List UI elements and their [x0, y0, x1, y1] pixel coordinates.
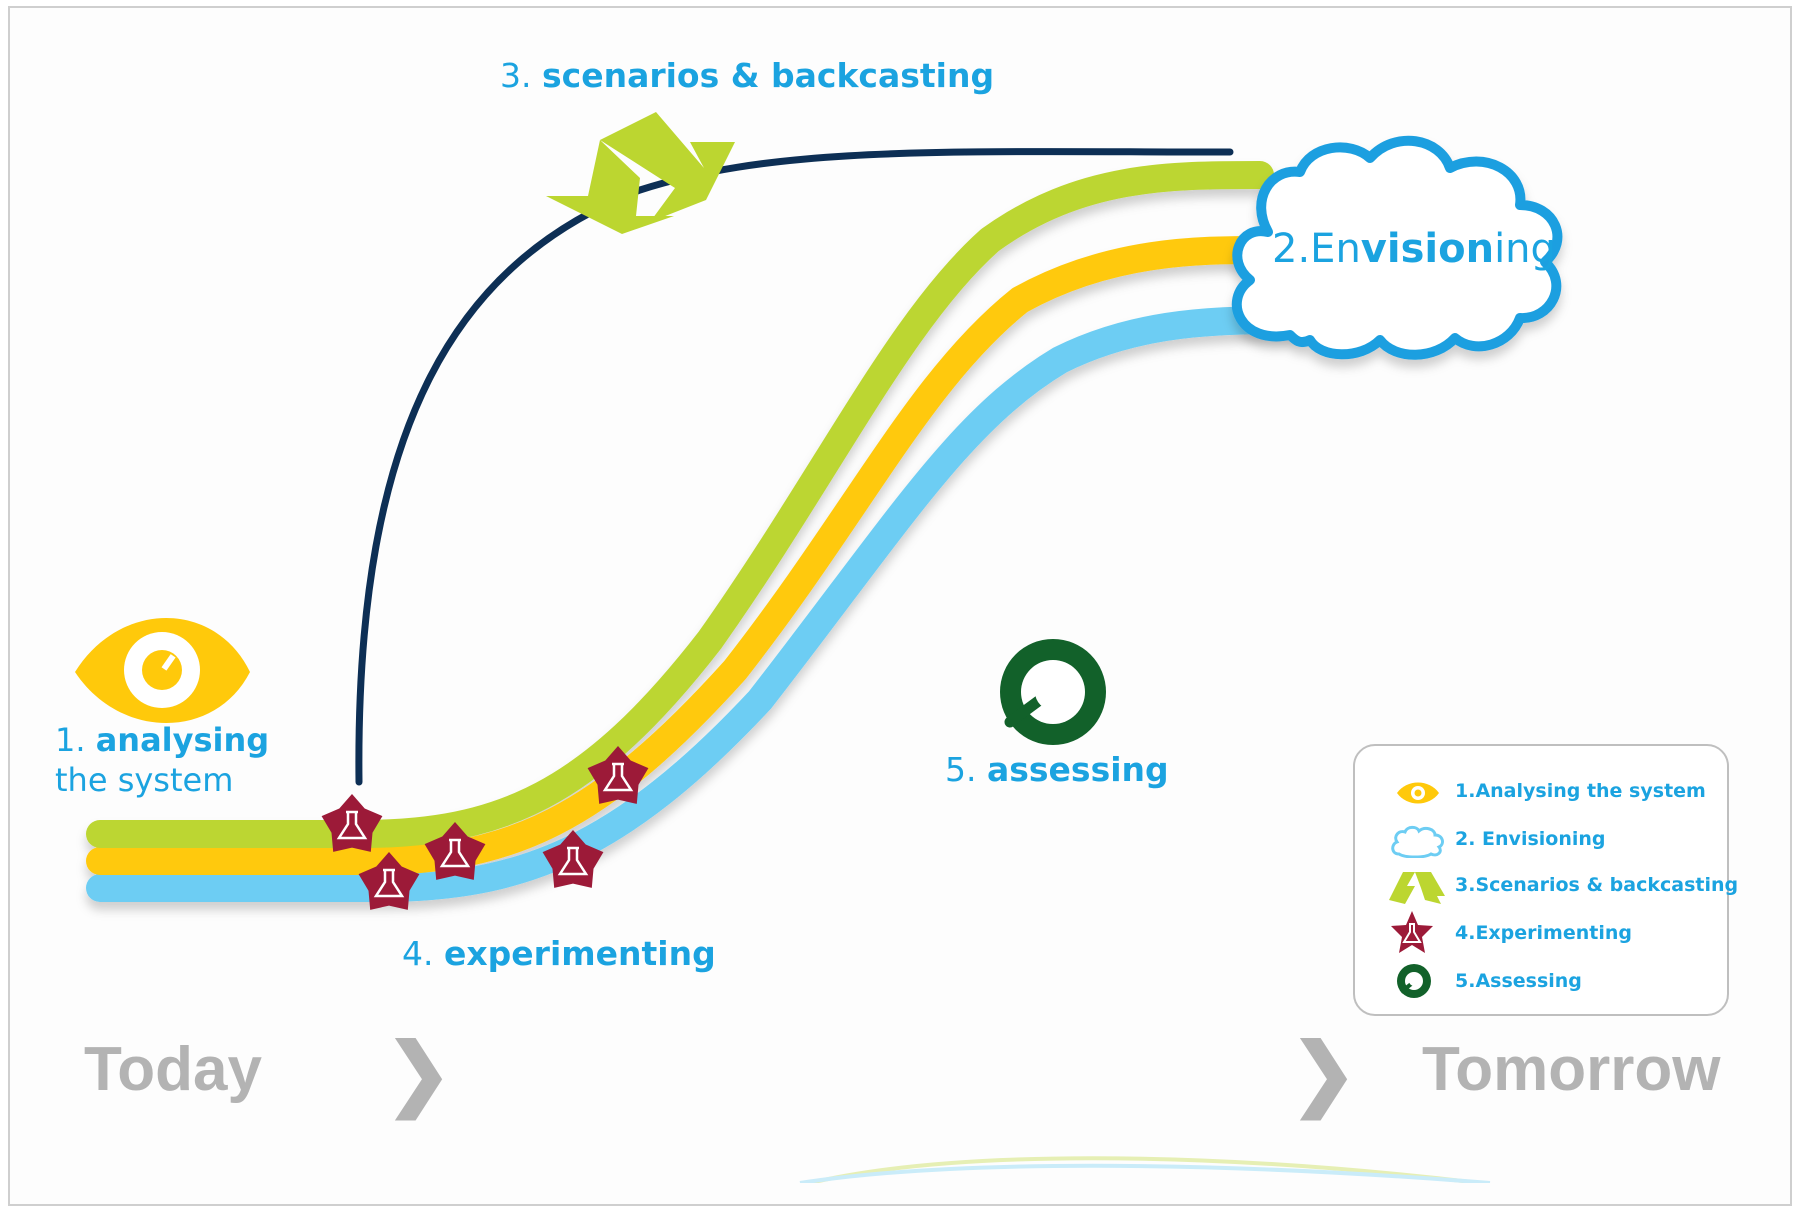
today-label: Today	[84, 1035, 262, 1104]
assess-ring-icon	[1000, 639, 1106, 745]
step-analysing-title: analysing	[95, 721, 270, 759]
envisioning-part-c: ing	[1494, 226, 1556, 272]
step-assessing-title: assessing	[987, 750, 1169, 789]
legend-item-scenarios: 3.Scenarios & backcasting	[1355, 868, 1738, 904]
legend-item-envisioning: 2. Envisioning	[1355, 822, 1727, 858]
step-assessing-label: 5. assessing	[945, 750, 1169, 789]
legend-label: 4.Experimenting	[1455, 922, 1632, 944]
cloud-icon	[1231, 135, 1563, 360]
scenario-arrows-icon	[546, 112, 735, 234]
step-scenarios-number: 3.	[500, 56, 532, 95]
yellow-curve	[86, 236, 1274, 875]
step-experimenting-title: experimenting	[444, 934, 716, 973]
step-analysing-subtitle: the system	[55, 761, 234, 799]
envisioning-part-a: 2.En	[1272, 226, 1361, 272]
legend-label: 3.Scenarios & backcasting	[1455, 874, 1739, 896]
legend: 1.Analysing the system 2. Envisioning 3.…	[1353, 744, 1738, 1016]
faint-arc	[799, 1156, 1491, 1183]
flask-star-icon	[321, 794, 383, 852]
recycle-arrows-icon	[1389, 872, 1445, 904]
step-scenarios-label: 3. scenarios & backcasting	[500, 56, 994, 95]
legend-label: 2. Envisioning	[1455, 828, 1606, 850]
legend-item-assessing: 5.Assessing	[1355, 964, 1727, 998]
green-curve	[86, 161, 1274, 848]
flask-star-icon	[424, 822, 486, 880]
today-chevron-icon: ❯	[385, 1028, 453, 1117]
blue-curve	[86, 306, 1314, 902]
eye-icon	[75, 618, 250, 723]
tomorrow-chevron-icon: ❯	[1290, 1028, 1358, 1117]
legend-item-experimenting: 4.Experimenting	[1355, 911, 1727, 953]
step-envisioning-label: 2.Envisioning	[1272, 226, 1556, 272]
flask-star-icon	[587, 746, 649, 804]
step-scenarios-title: scenarios & backcasting	[542, 56, 995, 95]
flask-star-icon	[1391, 911, 1433, 953]
flask-star-icon	[358, 852, 420, 910]
tomorrow-label: Tomorrow	[1422, 1035, 1721, 1104]
legend-item-analysing: 1.Analysing the system	[1355, 774, 1727, 808]
legend-label: 1.Analysing the system	[1455, 780, 1706, 802]
flask-star-icon	[542, 830, 604, 888]
assess-ring-icon	[1397, 964, 1431, 998]
step-analysing-number: 1.	[55, 721, 86, 759]
legend-label: 5.Assessing	[1455, 970, 1582, 992]
step-assessing-number: 5.	[945, 750, 977, 789]
envisioning-part-b: vision	[1360, 226, 1495, 272]
eye-icon	[1397, 782, 1439, 804]
step-experimenting-number: 4.	[402, 934, 434, 973]
step-analysing-label: 1. analysing the system	[55, 720, 269, 800]
cloud-icon	[1391, 825, 1444, 858]
step-experimenting-label: 4. experimenting	[402, 934, 716, 973]
